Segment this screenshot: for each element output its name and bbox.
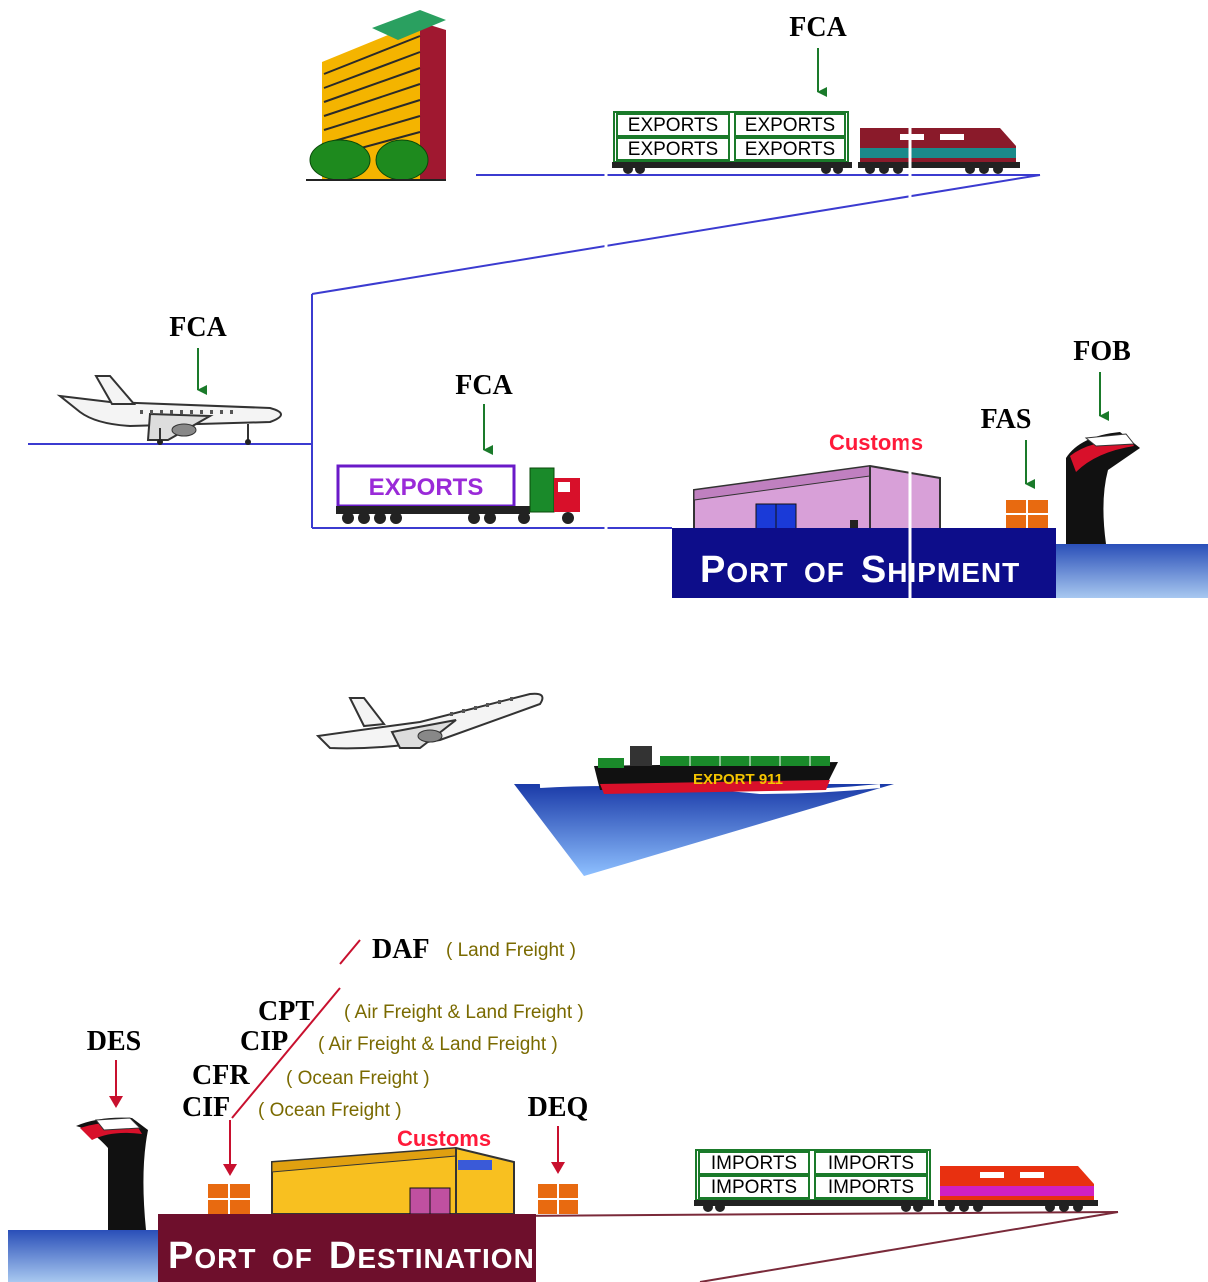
fca-air-label: FCA: [169, 312, 227, 343]
export-crate-label: EXPORTS: [628, 115, 718, 136]
office-building: [306, 10, 446, 181]
airplane-ground: [56, 375, 282, 445]
export-crate-label: EXPORTS: [628, 139, 718, 160]
export-crate-label: EXPORTS: [745, 115, 835, 136]
cfr-label: CFR: [192, 1060, 250, 1091]
cpt-label: CPT: [258, 996, 314, 1027]
route-lines: [28, 174, 1119, 1282]
ship-cargo-label: EXPORT 911: [693, 771, 783, 788]
cif-label: CIF: [182, 1092, 230, 1123]
fas-label: FAS: [981, 404, 1032, 435]
cif-note: ( Ocean Freight ): [258, 1100, 402, 1121]
cif-crate: [208, 1184, 250, 1214]
export-train: EXPORTS EXPORTS EXPORTS EXPORTS: [612, 111, 1020, 174]
import-crate-label: IMPORTS: [828, 1177, 914, 1198]
import-crate-label: IMPORTS: [711, 1153, 797, 1174]
customs-destination-label: Customs: [397, 1126, 491, 1151]
des-label: DES: [87, 1026, 141, 1057]
fca-truck-label: FCA: [455, 370, 513, 401]
cip-note: ( Air Freight & Land Freight ): [318, 1034, 558, 1055]
export-crate-label: EXPORTS: [745, 139, 835, 160]
port-of-destination: [8, 1117, 578, 1282]
daf-label: DAF: [372, 934, 430, 965]
cip-label: CIP: [240, 1026, 288, 1057]
export-truck: EXPORTS: [336, 464, 580, 524]
import-train: IMPORTS IMPORTS IMPORTS IMPORTS: [694, 1149, 1098, 1212]
airplane-flying: [315, 692, 544, 750]
cargo-ship: EXPORT 911: [514, 746, 894, 876]
daf-note: ( Land Freight ): [446, 940, 576, 961]
ship-bow-shipment: [1066, 432, 1140, 544]
port-of-shipment: [672, 464, 1208, 598]
deq-label: DEQ: [528, 1092, 589, 1123]
fas-crate: [1006, 500, 1048, 528]
import-crate-label: IMPORTS: [711, 1177, 797, 1198]
truck-cargo-label: EXPORTS: [369, 474, 484, 501]
customs-shipment-label: Customs: [829, 430, 923, 455]
cpt-note: ( Air Freight & Land Freight ): [344, 1002, 584, 1023]
fob-label: FOB: [1073, 336, 1131, 367]
overlay-seams: [604, 100, 912, 620]
deq-crate: [538, 1184, 578, 1214]
import-crate-label: IMPORTS: [828, 1153, 914, 1174]
cfr-note: ( Ocean Freight ): [286, 1068, 430, 1089]
fca-rail-label: FCA: [789, 12, 847, 43]
